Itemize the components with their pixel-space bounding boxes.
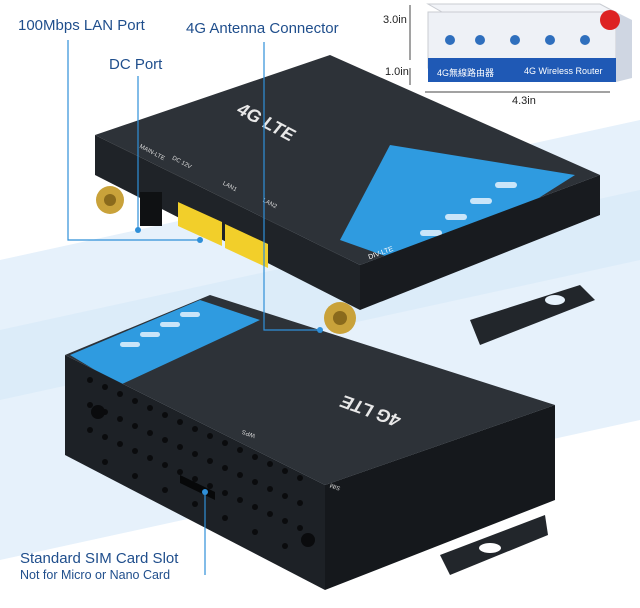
box-label-cn: 4G無線路由器 <box>437 68 495 78</box>
callout-sim-note: Not for Micro or Nano Card <box>20 568 171 582</box>
box-height-dim: 3.0in <box>383 14 407 26</box>
box-label-en: 4G Wireless Router <box>524 66 603 76</box>
box-depth-dim: 1.0in <box>385 66 409 78</box>
callout-sim-slot: Standard SIM Card Slot <box>20 550 179 567</box>
box-dimension-lines <box>409 5 610 93</box>
box-width-dim: 4.3in <box>512 95 536 107</box>
product-box <box>426 3 632 82</box>
callout-lan-port: 100Mbps LAN Port <box>18 17 145 34</box>
callout-dc-port: DC Port <box>109 56 163 73</box>
callout-antenna: 4G Antenna Connector <box>186 20 339 37</box>
